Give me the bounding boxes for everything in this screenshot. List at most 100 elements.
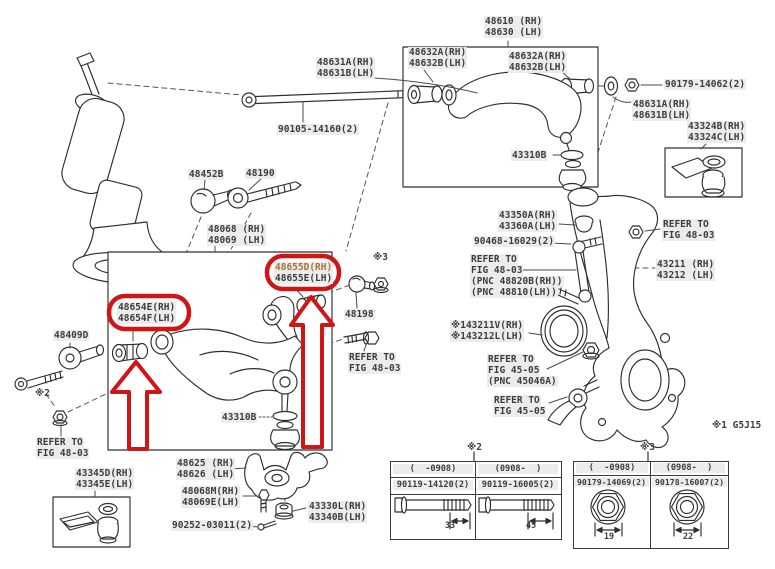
bolt-48068m-icon bbox=[258, 489, 270, 513]
mark3-nut-icon bbox=[373, 277, 389, 294]
label-p43324: 43324B(RH)43324C(LH) bbox=[687, 121, 747, 143]
label-p43211V: ※143211V(RH)※143212L(LH) bbox=[450, 320, 525, 342]
label-refer-stab-link-line-0: REFER TO bbox=[470, 254, 518, 265]
leader-lines bbox=[60, 40, 707, 528]
label-mark3-a-line-0: ※3 bbox=[373, 252, 388, 263]
label-p48654: 48654E(RH)48654F(LH) bbox=[117, 302, 177, 324]
table2-part-col2: 90178-16007(2) bbox=[652, 477, 727, 487]
shock-absorber bbox=[61, 52, 166, 284]
label-p48190-line-0: 48190 bbox=[245, 168, 276, 179]
label-p90105: 90105-14160(2) bbox=[277, 124, 360, 135]
label-p90105-line-0: 90105-14160(2) bbox=[277, 124, 360, 135]
label-p43345-line-1: 43345E(LH) bbox=[75, 479, 135, 490]
label-p48655-line-0: 48655D(RH) bbox=[274, 262, 334, 273]
label-p48452B-line-0: 48452B bbox=[188, 169, 225, 180]
label-p48198: 48198 bbox=[344, 309, 375, 320]
label-p48068M-line-0: 48068M(RH) bbox=[181, 486, 241, 497]
table-divider bbox=[475, 462, 476, 539]
part-48198-icon bbox=[348, 275, 376, 293]
washer-nut-90179-icon bbox=[603, 76, 640, 96]
label-refer-tie-rod-line-1: FIG 45-05 bbox=[493, 406, 547, 417]
spec-table-bolts: ( -0908) (0908- ) 90119-14120(2) 90119-1… bbox=[390, 461, 562, 540]
lower-ball-joint-icon bbox=[547, 379, 600, 426]
label-refer-hub-nut-line-2: (PNC 45046A) bbox=[487, 376, 558, 387]
label-mark1-note: ※1 G5J15 bbox=[711, 420, 762, 431]
red-highlight-ovals bbox=[106, 253, 342, 332]
label-refer-stab-link-line-2: (PNC 48820B(RH)) bbox=[470, 276, 564, 287]
lower-control-arm-icon bbox=[150, 296, 304, 401]
nut-43330l-icon bbox=[274, 502, 294, 520]
label-p48655: 48655D(RH)48655E(LH) bbox=[274, 262, 334, 284]
spec-table-nuts: ( -0908) (0908- ) 90179-14069(2) 90178-1… bbox=[573, 461, 729, 549]
table-bolt-art bbox=[394, 451, 649, 530]
table2-part-col1: 90179-14069(2) bbox=[574, 477, 649, 487]
label-p48068-line-1: 48069 (LH) bbox=[207, 235, 267, 246]
table2-header-col1: ( -0908) bbox=[576, 463, 648, 473]
table1-part-col1: 90119-14120(2) bbox=[393, 480, 473, 490]
hub-nut-45046a-icon bbox=[582, 342, 600, 360]
label-p48631-right-line-0: 48631A(RH) bbox=[632, 99, 692, 110]
label-mark2-b: ※2 bbox=[466, 442, 483, 453]
bushing-48654-icon bbox=[111, 342, 149, 363]
part-48190-icon bbox=[227, 181, 302, 209]
table-header-line bbox=[391, 477, 561, 478]
label-p48068: 48068 (RH)48069 (LH) bbox=[207, 224, 267, 246]
label-p48625-line-1: 48626 (LH) bbox=[176, 469, 236, 480]
stabilizer-link-icon bbox=[557, 215, 603, 305]
label-p43211-line-1: 43212 (LH) bbox=[656, 270, 716, 281]
label-p43324-line-1: 43324C(LH) bbox=[687, 132, 747, 143]
table-nut-art bbox=[590, 489, 705, 537]
label-p43350A-line-1: 43360A(LH) bbox=[498, 221, 558, 232]
camber-bolt-icon bbox=[14, 370, 64, 391]
label-p43211V-line-1: ※143212L(LH) bbox=[450, 331, 525, 342]
label-p43310B-upper-line-0: 43310B bbox=[511, 150, 548, 161]
label-p43310B-lower: 43310B bbox=[221, 412, 258, 423]
boot-kit-43324-icon bbox=[664, 147, 743, 198]
label-p43330L-line-0: 43330L(RH) bbox=[308, 501, 368, 512]
label-refer-left-nut-line-0: REFER TO bbox=[36, 437, 84, 448]
label-p90252-line-0: 90252-03011(2) bbox=[171, 520, 254, 531]
cam-bolt-icon bbox=[343, 331, 380, 345]
label-mark1-note-line-0: ※1 G5J15 bbox=[712, 420, 762, 431]
label-p48452B: 48452B bbox=[188, 169, 225, 180]
red-arrows bbox=[110, 295, 335, 451]
label-p48068-line-0: 48068 (RH) bbox=[207, 224, 267, 235]
ball-joint-stack-43310b-icon bbox=[558, 149, 587, 192]
bushing-48632-left-icon bbox=[407, 84, 443, 105]
label-mark3-b: ※3 bbox=[639, 442, 656, 453]
label-refer-stab-link-line-3: (PNC 48810(LH)) bbox=[470, 287, 558, 298]
label-mark2-a: ※2 bbox=[34, 388, 51, 399]
label-p48190: 48190 bbox=[245, 168, 276, 179]
kit-43345-icon bbox=[52, 496, 131, 548]
label-p48632-left-line-0: 48632A(RH) bbox=[408, 47, 468, 58]
label-p48654-line-1: 48654F(LH) bbox=[117, 313, 177, 324]
label-mark2-b-line-0: ※2 bbox=[467, 442, 482, 453]
label-p43345-line-0: 43345D(RH) bbox=[75, 468, 135, 479]
label-p90252: 90252-03011(2) bbox=[171, 520, 254, 531]
label-p48198-line-0: 48198 bbox=[344, 309, 375, 320]
label-refer-stab-link-line-1: FIG 48-03 bbox=[470, 265, 524, 276]
label-mark3-b-line-0: ※3 bbox=[640, 442, 655, 453]
label-p43350A-line-0: 43350A(RH) bbox=[498, 210, 558, 221]
label-p43211: 43211 (RH)43212 (LH) bbox=[656, 259, 716, 281]
label-p43211-line-0: 43211 (RH) bbox=[656, 259, 716, 270]
label-p90179-14062-line-0: 90179-14062(2) bbox=[664, 79, 747, 90]
table2-header-col2: (0908- ) bbox=[653, 463, 725, 473]
arm-ball-joint-stack-icon bbox=[270, 369, 300, 451]
label-refer-cam-bolt-line-0: REFER TO bbox=[348, 352, 396, 363]
label-p48409D: 48409D bbox=[53, 330, 90, 341]
label-p48632-left: 48632A(RH)48632B(LH) bbox=[408, 47, 468, 69]
bearing-43211v-icon bbox=[540, 305, 588, 357]
label-p43324-line-0: 43324B(RH) bbox=[687, 121, 747, 132]
label-p48631-right: 48631A(RH)48631B(LH) bbox=[632, 99, 692, 121]
table1-part-col2: 90119-16005(2) bbox=[478, 480, 558, 490]
label-p48068M: 48068M(RH)48069E(LH) bbox=[181, 486, 241, 508]
label-p48631-top-line-0: 48631A(RH) bbox=[316, 57, 376, 68]
part-48409d-icon bbox=[58, 344, 105, 370]
label-p90468-line-0: 90468-16029(2) bbox=[473, 236, 556, 247]
